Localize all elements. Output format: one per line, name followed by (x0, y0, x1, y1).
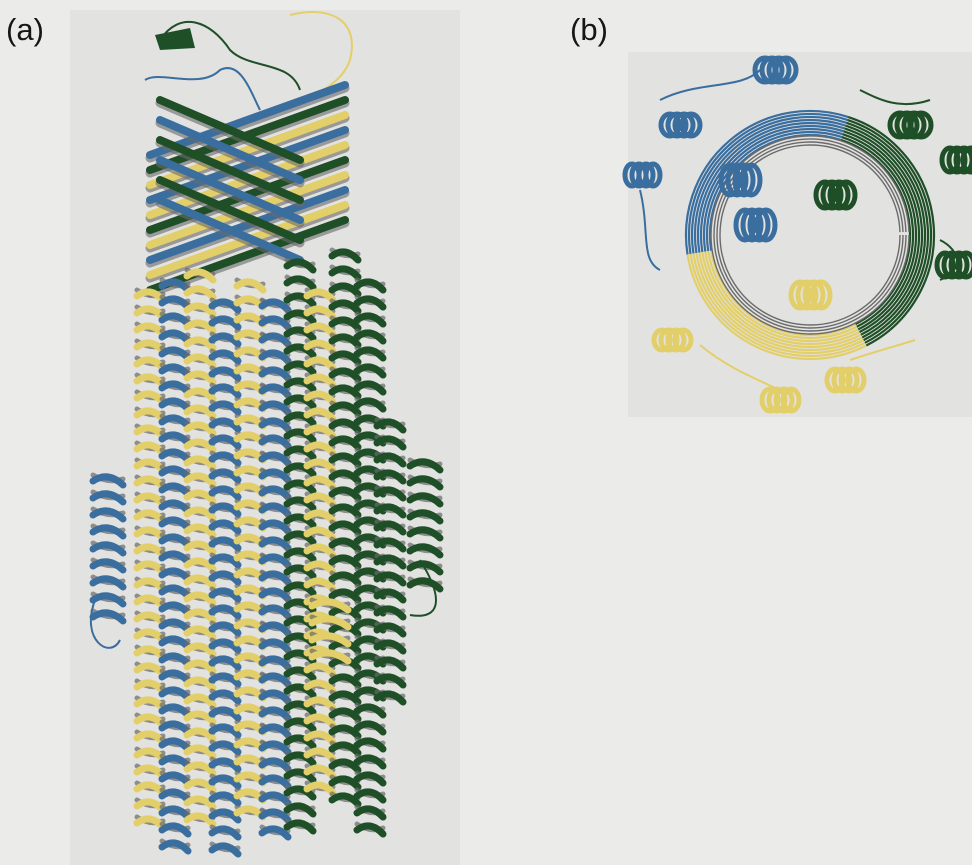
peripheral-helix (937, 253, 972, 277)
helix-column (187, 270, 213, 824)
peripheral-helix (755, 58, 796, 82)
peripheral-helix (762, 389, 799, 411)
inner-helix-green (816, 182, 855, 208)
b-loop (660, 70, 760, 100)
b-loop (860, 90, 930, 104)
inner-helix-blue (736, 210, 775, 240)
peripheral-helix (890, 113, 931, 137)
side-helix-left (93, 475, 123, 621)
top-cap-strand (155, 28, 195, 50)
inner-helix-yellow (791, 282, 830, 308)
peripheral-helix (942, 148, 972, 172)
side-loop-left (91, 600, 120, 648)
peripheral-helix (654, 330, 691, 350)
b-loop (640, 190, 660, 270)
protein-top-view-icon (625, 58, 972, 411)
b-loop (700, 345, 790, 395)
peripheral-helix (827, 369, 864, 391)
protein-side-view-icon (91, 12, 440, 854)
peripheral-helix (625, 164, 660, 186)
helix-column (262, 300, 288, 837)
peripheral-helix (661, 114, 700, 136)
